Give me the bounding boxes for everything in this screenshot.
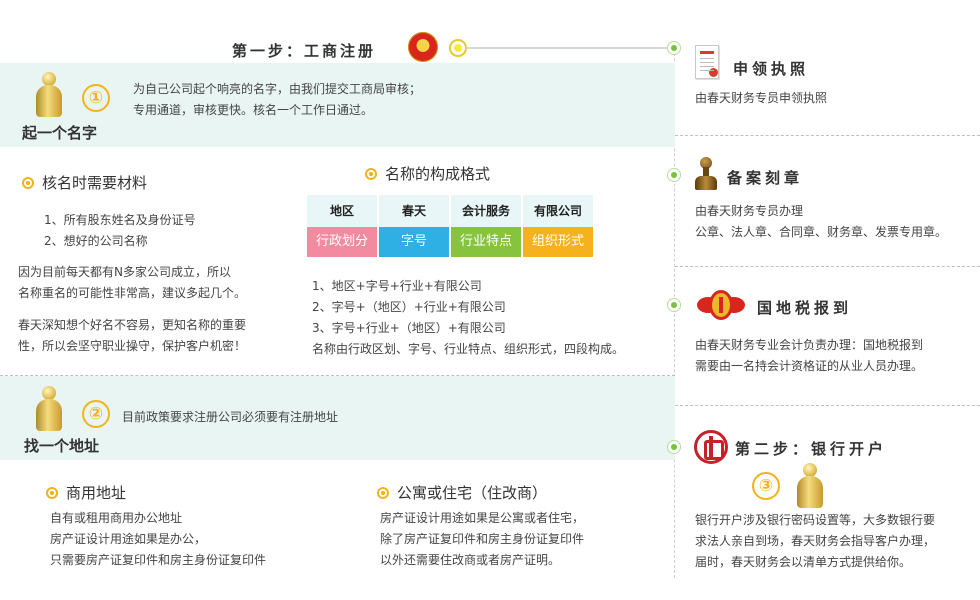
residential-heading-text: 公寓或住宅（住改商） bbox=[397, 484, 548, 502]
residential-line-2: 除了房产证复印件和房主身份证复印件 bbox=[380, 532, 585, 546]
format-top-cell: 春天 bbox=[379, 195, 449, 227]
person-icon bbox=[34, 386, 64, 432]
section1-intro-line1: 为自己公司起个响亮的名字，由我们提交工商局审核； bbox=[133, 82, 422, 96]
national-emblem-icon bbox=[408, 32, 438, 62]
timeline-dot-icon bbox=[451, 41, 465, 55]
step-number-3: ③ bbox=[752, 472, 780, 500]
format-top-cell: 会计服务 bbox=[451, 195, 521, 227]
paragraph2-line2: 性，所以会坚守职业操守，保护客户机密！ bbox=[18, 339, 247, 353]
timeline-connector bbox=[466, 47, 674, 49]
format-top-cell: 地区 bbox=[307, 195, 377, 227]
stamp-icon bbox=[695, 157, 717, 191]
seal-line-2: 公章、法人章、合同章、财务章、发票专用章。 bbox=[695, 225, 948, 239]
materials-heading-text: 核名时需要材料 bbox=[42, 174, 148, 192]
bullet-icon bbox=[377, 486, 389, 499]
bank-line-2: 求法人亲自到场，春天财务会指导客户办理， bbox=[695, 534, 936, 548]
section2-title: 找一个地址 bbox=[24, 437, 100, 455]
bullet-icon bbox=[46, 486, 58, 499]
format-bottom-cell: 组织形式 bbox=[523, 227, 593, 257]
right-divider bbox=[675, 405, 980, 406]
format-top-cell: 有限公司 bbox=[523, 195, 593, 227]
timeline-dot-icon bbox=[668, 42, 680, 54]
format-heading-text: 名称的构成格式 bbox=[385, 165, 491, 183]
section-divider bbox=[0, 375, 675, 376]
timeline-vertical-line bbox=[674, 48, 675, 578]
right-divider bbox=[675, 135, 980, 136]
residential-heading: 公寓或住宅（住改商） bbox=[377, 482, 547, 503]
format-line-1: 1、地区+字号+行业+有限公司 bbox=[312, 279, 482, 293]
bank-line-1: 银行开户涉及银行密码设置等，大多数银行要 bbox=[695, 513, 936, 527]
seal-line-1: 由春天财务专员办理 bbox=[695, 204, 804, 218]
tax-emblem-icon bbox=[697, 288, 745, 322]
paragraph2-line1: 春天深知想个好名不容易，更知名称的重要 bbox=[18, 318, 247, 332]
person-icon bbox=[34, 72, 64, 118]
commercial-line-1: 自有或租用商用办公地址 bbox=[50, 511, 183, 525]
section1-title: 起一个名字 bbox=[22, 124, 98, 142]
commercial-line-2: 房产证设计用途如果是办公， bbox=[50, 532, 207, 546]
tax-title: 国地税报到 bbox=[757, 299, 853, 317]
residential-line-3: 以外还需要住改商或者房产证明。 bbox=[380, 553, 561, 567]
format-bottom-cell: 行业特点 bbox=[451, 227, 521, 257]
format-line-4: 名称由行政区划、字号、行业特点、组织形式，四段构成。 bbox=[312, 342, 625, 356]
materials-item-2: 2、想好的公司名称 bbox=[44, 234, 148, 248]
section2-band bbox=[0, 376, 675, 460]
bullet-icon bbox=[365, 167, 377, 180]
step1-title: 第一步：工商注册 bbox=[232, 42, 377, 60]
paragraph1-line1: 因为目前每天都有N多家公司成立，所以 bbox=[18, 265, 231, 279]
paragraph1-line2: 名称重名的可能性非常高，建议多起几个。 bbox=[18, 286, 247, 300]
timeline-dot-icon bbox=[668, 441, 680, 453]
name-format-table: 地区 春天 会计服务 有限公司 行政划分 字号 行业特点 组织形式 bbox=[307, 195, 594, 257]
step-number-1: ① bbox=[82, 84, 110, 112]
bank-line-3: 届时，春天财务会以清单方式提供给你。 bbox=[695, 555, 912, 569]
residential-line-1: 房产证设计用途如果是公寓或者住宅， bbox=[380, 511, 585, 525]
commercial-line-3: 只需要房产证复印件和房主身份证复印件 bbox=[50, 553, 267, 567]
bullet-icon bbox=[22, 176, 34, 189]
commercial-heading: 商用地址 bbox=[46, 482, 126, 503]
license-text: 由春天财务专员申领执照 bbox=[695, 91, 828, 105]
format-heading: 名称的构成格式 bbox=[365, 163, 490, 184]
timeline-dot-icon bbox=[668, 299, 680, 311]
person-icon bbox=[795, 463, 825, 509]
tax-line-1: 由春天财务专业会计负责办理：国地税报到 bbox=[695, 338, 924, 352]
materials-heading: 核名时需要材料 bbox=[22, 172, 147, 193]
seal-title: 备案刻章 bbox=[727, 169, 804, 187]
tax-line-2: 需要由一名持会计资格证的从业人员办理。 bbox=[695, 359, 924, 373]
step-number-2: ② bbox=[82, 400, 110, 428]
materials-item-1: 1、所有股东姓名及身份证号 bbox=[44, 213, 196, 227]
format-bottom-cell: 行政划分 bbox=[307, 227, 377, 257]
commercial-heading-text: 商用地址 bbox=[66, 484, 127, 502]
right-divider bbox=[675, 266, 980, 267]
bank-title: 第二步：银行开户 bbox=[735, 440, 888, 458]
section1-band bbox=[0, 63, 675, 147]
certificate-icon bbox=[695, 45, 719, 79]
section1-intro-line2: 专用通道，审核更快。核名一个工作日通过。 bbox=[133, 103, 374, 117]
format-line-2: 2、字号+（地区）+行业+有限公司 bbox=[312, 300, 506, 314]
format-line-3: 3、字号+行业+（地区）+有限公司 bbox=[312, 321, 506, 335]
bank-icon bbox=[694, 430, 728, 464]
format-bottom-cell: 字号 bbox=[379, 227, 449, 257]
timeline-dot-icon bbox=[668, 169, 680, 181]
section2-intro: 目前政策要求注册公司必须要有注册地址 bbox=[122, 410, 339, 424]
license-title: 申领执照 bbox=[733, 60, 810, 78]
